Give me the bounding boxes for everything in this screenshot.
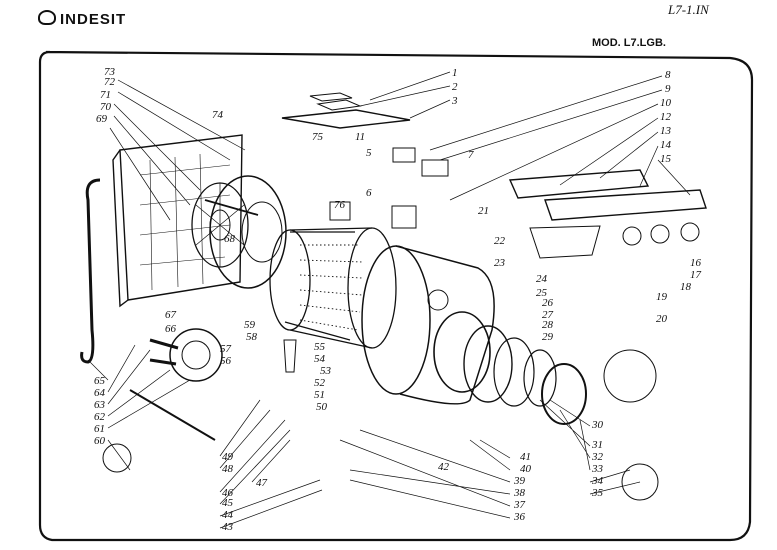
part-label-71: 71 (100, 89, 111, 101)
part-label-11: 11 (355, 131, 365, 143)
part-label-54: 54 (314, 353, 326, 365)
part-label-76: 76 (334, 199, 346, 211)
part-label-62: 62 (94, 411, 106, 423)
part-label-24: 24 (536, 273, 548, 285)
part-label-55: 55 (314, 341, 326, 353)
control-panel (508, 169, 707, 259)
leader-lines (87, 71, 691, 529)
part-labels: 1 2 3 75 11 74 8 9 10 12 13 14 15 73 72 … (94, 66, 702, 533)
part-label-38: 38 (513, 487, 526, 499)
outer-tub-front (361, 245, 495, 405)
cabinet-back-panel (112, 134, 243, 308)
part-label-67a: 67 (165, 309, 177, 321)
part-label-9: 9 (665, 83, 671, 95)
part-label-32: 32 (591, 451, 604, 463)
part-label-56: 56 (220, 355, 232, 367)
part-label-17: 17 (690, 269, 702, 281)
drum-pulley (191, 182, 249, 268)
part-label-21: 21 (478, 205, 489, 217)
part-label-44: 44 (222, 509, 234, 521)
part-label-73: 73 (104, 66, 116, 78)
part-label-13: 13 (660, 125, 672, 137)
part-label-75: 75 (312, 131, 324, 143)
part-label-27: 27 (542, 309, 554, 321)
part-label-36: 36 (513, 511, 526, 523)
part-label-69: 69 (96, 113, 108, 125)
outer-tub-rear (204, 175, 287, 289)
part-label-50: 50 (316, 401, 328, 413)
part-label-6: 6 (366, 187, 372, 199)
part-label-22: 22 (494, 235, 506, 247)
part-label-43: 43 (222, 521, 234, 533)
brand-name: INDESIT (60, 11, 127, 28)
motor (149, 328, 223, 382)
part-label-3: 3 (451, 95, 458, 107)
part-label-64: 64 (94, 387, 106, 399)
diagram-frame (38, 50, 754, 542)
door-seal-gasket (433, 311, 587, 425)
part-label-35: 35 (591, 487, 604, 499)
part-label-40: 40 (520, 463, 532, 475)
part-label-45: 45 (222, 497, 234, 509)
part-label-41: 41 (520, 451, 531, 463)
part-label-63: 63 (94, 399, 106, 411)
part-label-72: 72 (104, 76, 116, 88)
part-label-52: 52 (314, 377, 326, 389)
part-label-8: 8 (665, 69, 671, 81)
part-label-70: 70 (100, 101, 112, 113)
part-label-68: 68 (224, 233, 236, 245)
part-label-59: 59 (244, 319, 256, 331)
part-label-60: 60 (94, 435, 106, 447)
part-label-30: 30 (591, 419, 604, 431)
part-label-14: 14 (660, 139, 672, 151)
part-label-42: 42 (438, 461, 450, 473)
part-label-7: 7 (468, 149, 474, 161)
part-label-61: 61 (94, 423, 105, 435)
part-label-23: 23 (494, 257, 506, 269)
part-label-49: 49 (222, 451, 234, 463)
part-label-28: 28 (542, 319, 554, 331)
part-label-33: 33 (591, 463, 604, 475)
brand-emblem-icon (38, 10, 56, 25)
part-label-65: 65 (94, 375, 106, 387)
brand-logo: INDESIT (38, 10, 126, 28)
perforated-drum (269, 227, 397, 349)
part-label-39: 39 (513, 475, 526, 487)
part-label-48: 48 (222, 463, 234, 475)
part-label-5: 5 (366, 147, 372, 159)
top-lid (281, 92, 411, 129)
part-label-47: 47 (256, 477, 268, 489)
part-label-16: 16 (690, 257, 702, 269)
model-label: MOD. L7.LGB. (592, 37, 666, 49)
part-label-19: 19 (656, 291, 668, 303)
part-label-34: 34 (591, 475, 604, 487)
part-label-10: 10 (660, 97, 672, 109)
document-reference: L7-1.IN (668, 2, 709, 17)
part-label-74: 74 (212, 109, 224, 121)
part-label-12: 12 (660, 111, 672, 123)
part-label-53: 53 (320, 365, 332, 377)
part-label-18: 18 (680, 281, 692, 293)
part-label-26: 26 (542, 297, 554, 309)
part-label-46: 46 (222, 487, 234, 499)
part-label-1: 1 (452, 67, 458, 79)
part-label-29: 29 (542, 331, 554, 343)
part-label-25: 25 (536, 287, 548, 299)
part-label-31: 31 (591, 439, 603, 451)
part-label-20: 20 (656, 313, 668, 325)
drain-hose (80, 178, 101, 364)
part-label-15: 15 (660, 153, 672, 165)
part-label-58: 58 (246, 331, 258, 343)
misc-components (102, 147, 659, 501)
part-label-57: 57 (220, 343, 232, 355)
part-label-2: 2 (452, 81, 458, 93)
part-label-51: 51 (314, 389, 325, 401)
part-label-66: 66 (165, 323, 177, 335)
part-label-37: 37 (513, 499, 526, 511)
